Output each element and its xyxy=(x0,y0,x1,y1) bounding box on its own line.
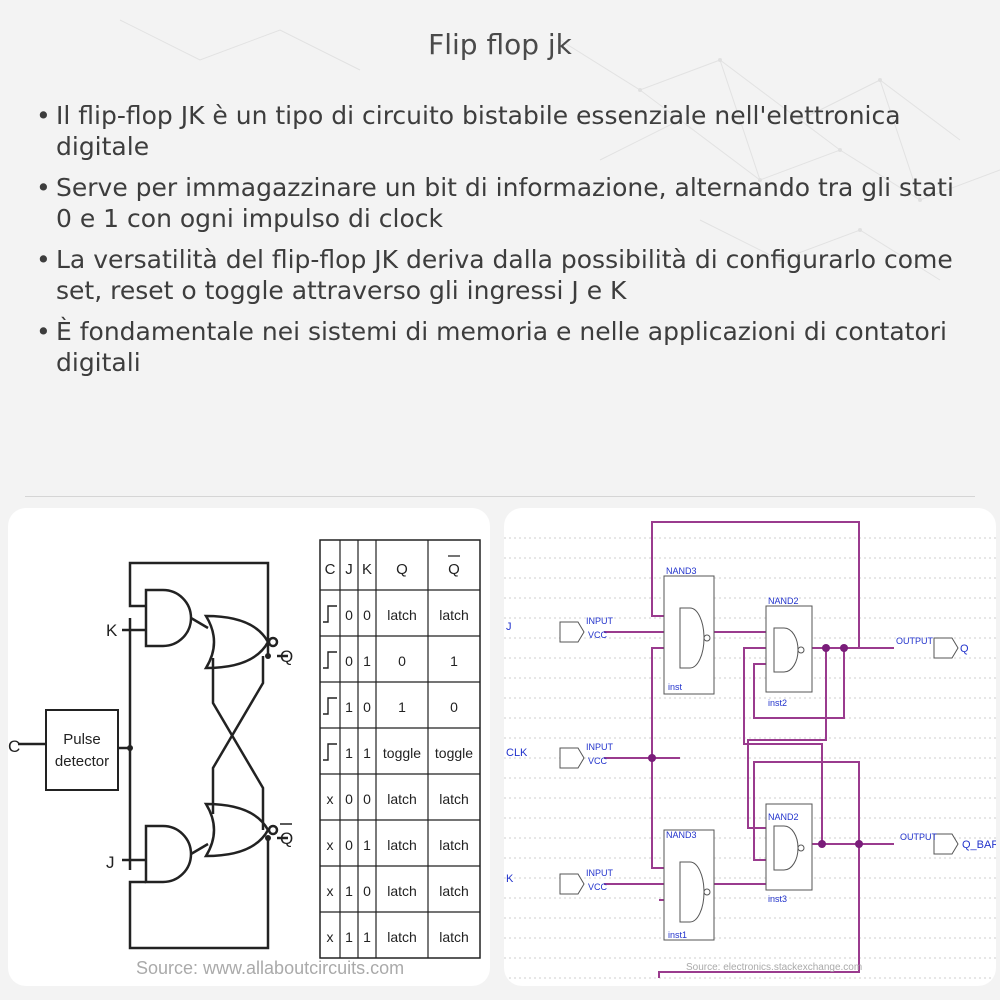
label-j: J xyxy=(106,853,115,872)
svg-text:INPUT: INPUT xyxy=(586,868,614,878)
svg-text:inst: inst xyxy=(668,682,683,692)
table-cell: 1 xyxy=(345,745,353,761)
table-cell: x xyxy=(327,883,334,899)
label-k: K xyxy=(106,621,118,640)
table-cell: 1 xyxy=(345,883,353,899)
table-cell: latch xyxy=(439,607,469,623)
bullet-item: •È fondamentale nei sistemi di memoria e… xyxy=(36,317,948,377)
input-label-k: K xyxy=(506,873,514,885)
rising-edge-icon xyxy=(323,651,337,669)
jk-flipflop-schematic-panel: J CLK K INPUT VCC INPUT VCC INPUT VCC OU… xyxy=(504,508,996,986)
table-cell: toggle xyxy=(435,745,473,761)
svg-text:inst3: inst3 xyxy=(768,894,787,904)
input-label-clk: CLK xyxy=(506,747,528,759)
table-header: Q xyxy=(448,561,460,578)
svg-text:VCC: VCC xyxy=(588,756,608,766)
table-cell: 0 xyxy=(363,607,371,623)
table-cell: 1 xyxy=(363,745,371,761)
table-cell: 0 xyxy=(363,883,371,899)
rising-edge-icon xyxy=(323,697,337,715)
table-cell: 1 xyxy=(363,837,371,853)
table-cell: 1 xyxy=(363,929,371,945)
svg-text:NAND2: NAND2 xyxy=(768,812,799,822)
table-cell: 1 xyxy=(450,653,458,669)
table-cell: 0 xyxy=(345,791,353,807)
table-cell: 0 xyxy=(398,653,406,669)
table-header: C xyxy=(325,561,336,578)
table-cell: 0 xyxy=(345,653,353,669)
pulse-label-1: Pulse xyxy=(63,731,101,748)
table-cell: latch xyxy=(439,837,469,853)
table-cell: toggle xyxy=(383,745,421,761)
divider xyxy=(25,496,975,497)
table-header: K xyxy=(362,561,372,578)
svg-text:VCC: VCC xyxy=(588,630,608,640)
schematic-diagram: J CLK K INPUT VCC INPUT VCC INPUT VCC OU… xyxy=(504,521,996,979)
svg-text:INPUT: INPUT xyxy=(586,742,614,752)
label-c: C xyxy=(8,737,20,756)
table-cell: 1 xyxy=(363,653,371,669)
table-cell: latch xyxy=(439,883,469,899)
bullet-list: •Il flip-flop JK è un tipo di circuito b… xyxy=(36,100,966,388)
table-header: Q xyxy=(396,561,408,578)
pulse-label-2: detector xyxy=(55,753,109,770)
bullet-item: •Il flip-flop JK è un tipo di circuito b… xyxy=(36,101,901,161)
output-label-q: Q xyxy=(960,643,969,655)
svg-text:INPUT: INPUT xyxy=(586,616,614,626)
table-cell: x xyxy=(327,791,334,807)
svg-text:inst2: inst2 xyxy=(768,698,787,708)
bullet-item: •Serve per immagazzinare un bit di infor… xyxy=(36,173,954,233)
svg-text:VCC: VCC xyxy=(588,882,608,892)
table-cell: latch xyxy=(439,929,469,945)
svg-text:NAND3: NAND3 xyxy=(666,830,697,840)
table-cell: 0 xyxy=(363,699,371,715)
svg-text:NAND3: NAND3 xyxy=(666,566,697,576)
table-cell: 0 xyxy=(450,699,458,715)
bullet-item: •La versatilità del flip-flop JK deriva … xyxy=(36,245,953,305)
input-label-j: J xyxy=(506,621,512,633)
table-cell: 1 xyxy=(345,699,353,715)
svg-text:inst1: inst1 xyxy=(668,930,687,940)
label-q: Q xyxy=(280,647,293,666)
page-title: Flip flop jk xyxy=(428,28,572,61)
label-qbar: Q xyxy=(280,829,293,848)
table-cell: latch xyxy=(387,791,417,807)
svg-text:OUTPUT: OUTPUT xyxy=(896,636,934,646)
table-cell: 1 xyxy=(345,929,353,945)
table-cell: latch xyxy=(387,929,417,945)
table-cell: x xyxy=(327,929,334,945)
output-label-qbar: Q_BAR xyxy=(962,839,996,851)
table-cell: latch xyxy=(387,837,417,853)
source-left: Source: www.allaboutcircuits.com xyxy=(136,958,404,978)
table-cell: 0 xyxy=(363,791,371,807)
table-cell: 0 xyxy=(345,837,353,853)
rising-edge-icon xyxy=(323,605,337,623)
table-header: J xyxy=(345,561,353,578)
table-cell: x xyxy=(327,837,334,853)
table-cell: latch xyxy=(439,791,469,807)
table-cell: latch xyxy=(387,607,417,623)
table-cell: 0 xyxy=(345,607,353,623)
rising-edge-icon xyxy=(323,743,337,761)
source-right: Source: electronics.stackexchange.com xyxy=(686,962,862,973)
svg-text:NAND2: NAND2 xyxy=(768,596,799,606)
svg-text:OUTPUT: OUTPUT xyxy=(900,832,938,842)
table-cell: latch xyxy=(387,883,417,899)
table-cell: 1 xyxy=(398,699,406,715)
